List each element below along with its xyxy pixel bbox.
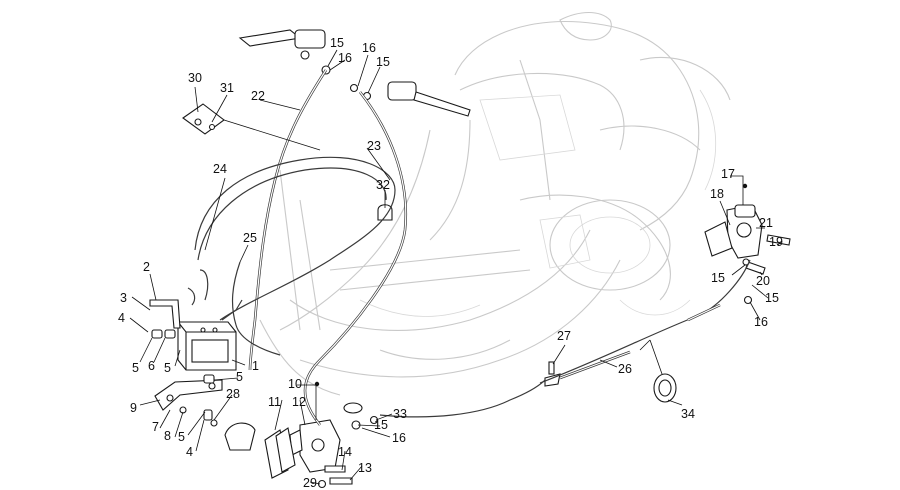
callout-label: 10 [288,377,302,391]
assembly-markers [314,183,748,387]
callout-label: 5 [132,361,139,375]
rear-brake-caliper [704,204,763,259]
clip-part-30 [182,103,225,135]
callout-label: 34 [681,407,695,421]
callout-label: 18 [710,187,724,201]
callout-label: 3 [120,291,127,305]
callout-label: 16 [362,41,376,55]
callout-label: 5 [164,361,171,375]
callout-label: 23 [367,139,381,153]
callout-label: 33 [393,407,407,421]
callout-label: 16 [754,315,768,329]
callout-label: 5 [178,430,185,444]
callout-label: 15 [765,291,779,305]
callout-label: 19 [769,235,783,249]
callout-label: 15 [376,55,390,69]
callout-label: 27 [557,329,571,343]
callout-label: 30 [188,71,202,85]
callout-label: 13 [358,461,372,475]
clamp-part-32 [377,204,393,221]
callout-label: 20 [756,274,770,288]
callout-label: 4 [118,311,125,325]
abs-bracket [154,379,223,411]
callout-label: 21 [759,216,773,230]
brake-lines [187,69,751,426]
callout-label: 24 [213,162,227,176]
callout-label: 15 [374,418,388,432]
callout-label: 15 [330,36,344,50]
bracket-part-2 [149,299,181,329]
callout-label: 6 [148,359,155,373]
front-brake-caliper [289,419,341,473]
callout-label: 5 [236,370,243,384]
brake-pads [224,422,296,479]
callout-label: 17 [721,167,735,181]
rear-master-cylinder [387,81,471,117]
callout-label: 32 [376,178,390,192]
callout-label: 22 [251,89,265,103]
callout-label: 31 [220,81,234,95]
caliper-bolts [317,465,353,489]
callout-label: 15 [711,271,725,285]
callout-label: 9 [130,401,137,415]
callout-label: 16 [392,431,406,445]
callout-label: 25 [243,231,257,245]
bolt-part-27 [544,361,561,387]
callout-label: 16 [338,51,352,65]
callout-label: 29 [303,476,317,490]
ring-part-34 [653,373,677,403]
callout-label: 12 [292,395,306,409]
callout-label: 28 [226,387,240,401]
abs-control-unit [177,321,237,371]
callout-label: 4 [186,445,193,459]
leader-lines [129,49,783,485]
callout-label: 14 [338,445,352,459]
callout-label: 8 [164,429,171,443]
callout-label: 11 [268,395,281,409]
callout-label: 1 [252,359,259,373]
front-brake-lever [238,29,326,60]
scooter-frame-outline [259,11,731,396]
callout-labels: 15 16 16 15 30 31 22 23 24 32 25 2 3 4 5… [118,36,783,490]
callout-label: 7 [152,420,159,434]
callout-label: 26 [618,362,632,376]
callout-label: 2 [143,260,150,274]
